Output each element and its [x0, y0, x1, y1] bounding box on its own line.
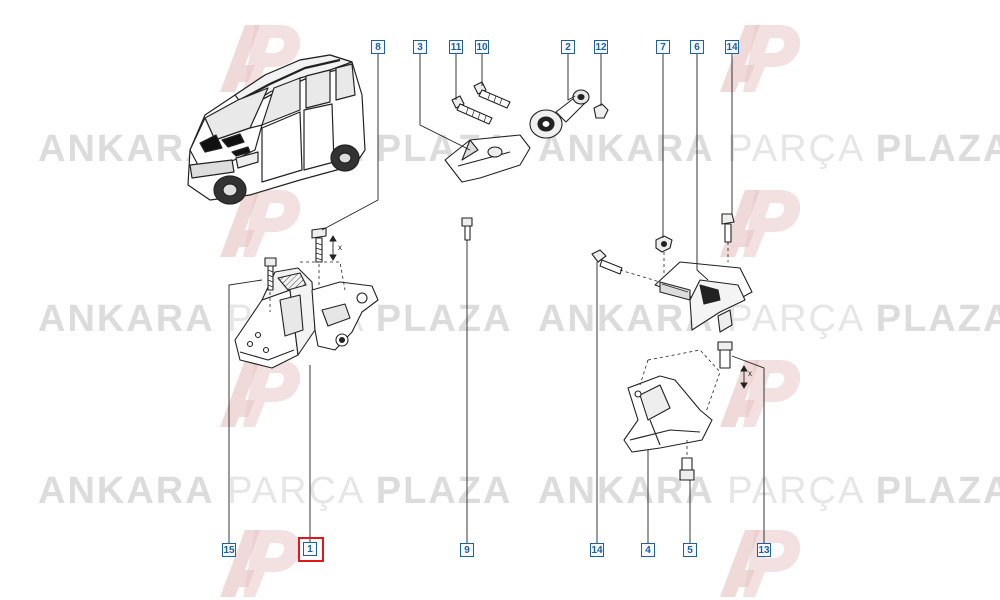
- watermark-word-plaza: PLAZA: [875, 298, 1000, 340]
- watermark-logo-icon: [220, 25, 301, 92]
- watermark-logo-icon: [220, 360, 301, 427]
- callout-1[interactable]: 1: [303, 542, 317, 556]
- callout-3[interactable]: 3: [413, 40, 427, 54]
- callout-14-bottom[interactable]: 14: [590, 543, 604, 557]
- leader-lines: [228, 54, 765, 543]
- watermark-word-ankara: ANKARA: [38, 298, 215, 340]
- selected-part-highlight: [298, 537, 324, 562]
- watermark-word-plaza: PLAZA: [375, 470, 513, 512]
- callout-6[interactable]: 6: [690, 40, 704, 54]
- watermark-logo-icon: [720, 25, 801, 92]
- watermark-word-parca: PARÇA: [227, 470, 364, 512]
- callout-2[interactable]: 2: [561, 40, 575, 54]
- torque-rod-assembly: [444, 81, 609, 241]
- callout-9[interactable]: 9: [460, 543, 474, 557]
- callout-7[interactable]: 7: [656, 40, 670, 54]
- callout-15[interactable]: 15: [222, 543, 236, 557]
- callout-5[interactable]: 5: [683, 543, 697, 557]
- gearbox-mount-assembly: [591, 213, 753, 481]
- engine-mount-assembly: [234, 227, 379, 369]
- watermark-word-ankara: ANKARA: [38, 128, 215, 170]
- watermark-text: ANKARA PARÇA PLAZA: [38, 470, 512, 513]
- callout-13[interactable]: 13: [757, 543, 771, 557]
- watermark-word-plaza: PLAZA: [375, 298, 513, 340]
- right-guide-lines: [619, 242, 729, 458]
- dimension-mark-left: x: [338, 243, 342, 252]
- watermark-text: ANKARA PARÇA PLAZA: [538, 470, 1000, 513]
- watermark-logo-icon: [220, 190, 301, 257]
- callout-8[interactable]: 8: [371, 40, 385, 54]
- watermark-word-ankara: ANKARA: [538, 298, 715, 340]
- watermark-text: ANKARA PARÇA PLAZA: [538, 128, 1000, 171]
- dimension-arrows: [329, 235, 748, 389]
- callout-4[interactable]: 4: [641, 543, 655, 557]
- vehicle-illustration: [187, 54, 366, 205]
- callout-12[interactable]: 12: [594, 40, 608, 54]
- watermark-logo-icon: [220, 530, 301, 597]
- watermark-word-parca: PARÇA: [727, 128, 864, 170]
- watermark-word-ankara: ANKARA: [38, 470, 215, 512]
- watermark-word-plaza: PLAZA: [875, 128, 1000, 170]
- callout-14-top[interactable]: 14: [725, 40, 739, 54]
- dimension-mark-right: x: [748, 369, 752, 378]
- watermark-word-parca: PARÇA: [727, 470, 864, 512]
- left-guide-lines: [269, 261, 346, 312]
- watermark-word-ankara: ANKARA: [538, 128, 715, 170]
- watermark-word-plaza: PLAZA: [875, 470, 1000, 512]
- watermark-word-parca: PARÇA: [727, 298, 864, 340]
- watermark-logo-icon: [720, 360, 801, 427]
- watermark-text: ANKARA PARÇA PLAZA: [538, 298, 1000, 341]
- callout-11[interactable]: 11: [449, 40, 463, 54]
- callout-10[interactable]: 10: [475, 40, 489, 54]
